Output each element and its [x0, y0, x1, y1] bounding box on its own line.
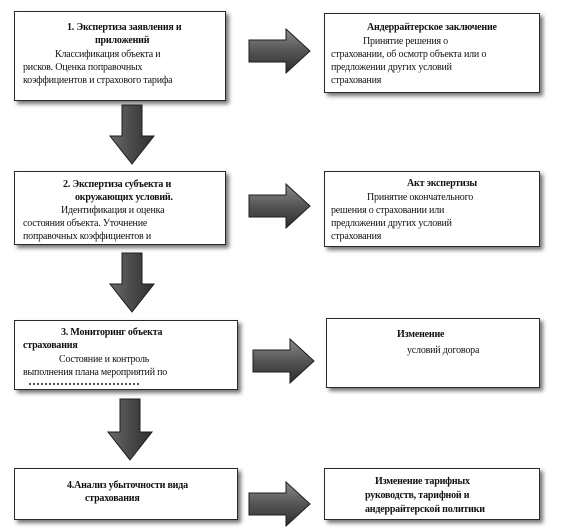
step-1-title: 1. Экспертиза заявления и: [67, 22, 182, 33]
step-box-3: 3. Мониторинг объекта страхования Состоя…: [14, 320, 238, 390]
step-3-title-cont: страхования: [23, 340, 78, 351]
step-3-title: 3. Мониторинг объекта: [61, 327, 163, 338]
step-2-title-cont: окружающих условий.: [75, 192, 173, 203]
arrow-right-icon: [248, 480, 311, 528]
step-1-text: коэффициентов и страхового тарифа: [23, 75, 173, 86]
result-2-text: предложении других условий: [331, 218, 452, 229]
result-1-title: Андеррайтерское заключение: [367, 22, 497, 33]
result-4-text: руководств, тарифной и: [365, 490, 470, 501]
result-4-title: Изменение тарифных: [375, 476, 470, 487]
result-3-title: Изменение: [397, 329, 445, 340]
step-1-title-cont: приложений: [95, 35, 150, 46]
step-3-text: Состояние и контроль: [59, 354, 150, 365]
result-1-text: страховании, об осмотр объекта или о: [331, 49, 487, 60]
result-2-text: страхования: [331, 231, 382, 242]
step-3-cut-line: [29, 383, 139, 385]
result-2-text: решения о страховании или: [331, 205, 445, 216]
result-4-text: андеррайтерской политики: [365, 504, 485, 515]
result-box-1: Андеррайтерское заключение Принятие реше…: [324, 13, 540, 93]
arrow-right-icon: [248, 27, 311, 75]
step-2-title: 2. Экспертиза субъекта и: [63, 179, 172, 190]
step-1-text: Классификация объекта и: [55, 49, 161, 60]
step-4-title: 4.Анализ убыточности вида: [67, 480, 188, 491]
step-2-text: поправочных коэффициентов и: [23, 231, 151, 242]
step-2-text: Идентификация и оценка: [61, 205, 165, 216]
step-2-text: состояния объекта. Уточнение: [23, 218, 148, 229]
arrow-down-icon: [108, 104, 156, 165]
arrow-down-icon: [106, 398, 154, 461]
result-2-title: Акт экспертизы: [407, 178, 477, 189]
result-1-text: Принятие решения о: [363, 36, 448, 47]
result-3-text: условий договора: [407, 345, 480, 356]
step-box-1: 1. Экспертиза заявления и приложений Кла…: [14, 11, 226, 101]
step-box-4: 4.Анализ убыточности вида страхования: [14, 468, 238, 520]
result-box-4: Изменение тарифных руководств, тарифной …: [324, 468, 540, 520]
result-box-3: Изменение условий договора: [326, 318, 540, 388]
arrow-right-icon: [248, 182, 311, 230]
result-1-text: страхования: [331, 75, 382, 86]
arrow-down-icon: [108, 252, 156, 313]
result-2-text: Принятие окончательного: [367, 192, 474, 203]
arrow-right-icon: [252, 337, 315, 385]
result-1-text: предложении других условий: [331, 62, 452, 73]
step-3-text: выполнения плана мероприятий по: [23, 367, 168, 378]
step-1-text: рисков. Оценка поправочных: [23, 62, 143, 73]
step-box-2: 2. Экспертиза субъекта и окружающих усло…: [14, 171, 226, 245]
result-box-2: Акт экспертизы Принятие окончательного р…: [324, 171, 540, 247]
step-4-title-cont: страхования: [85, 493, 140, 504]
